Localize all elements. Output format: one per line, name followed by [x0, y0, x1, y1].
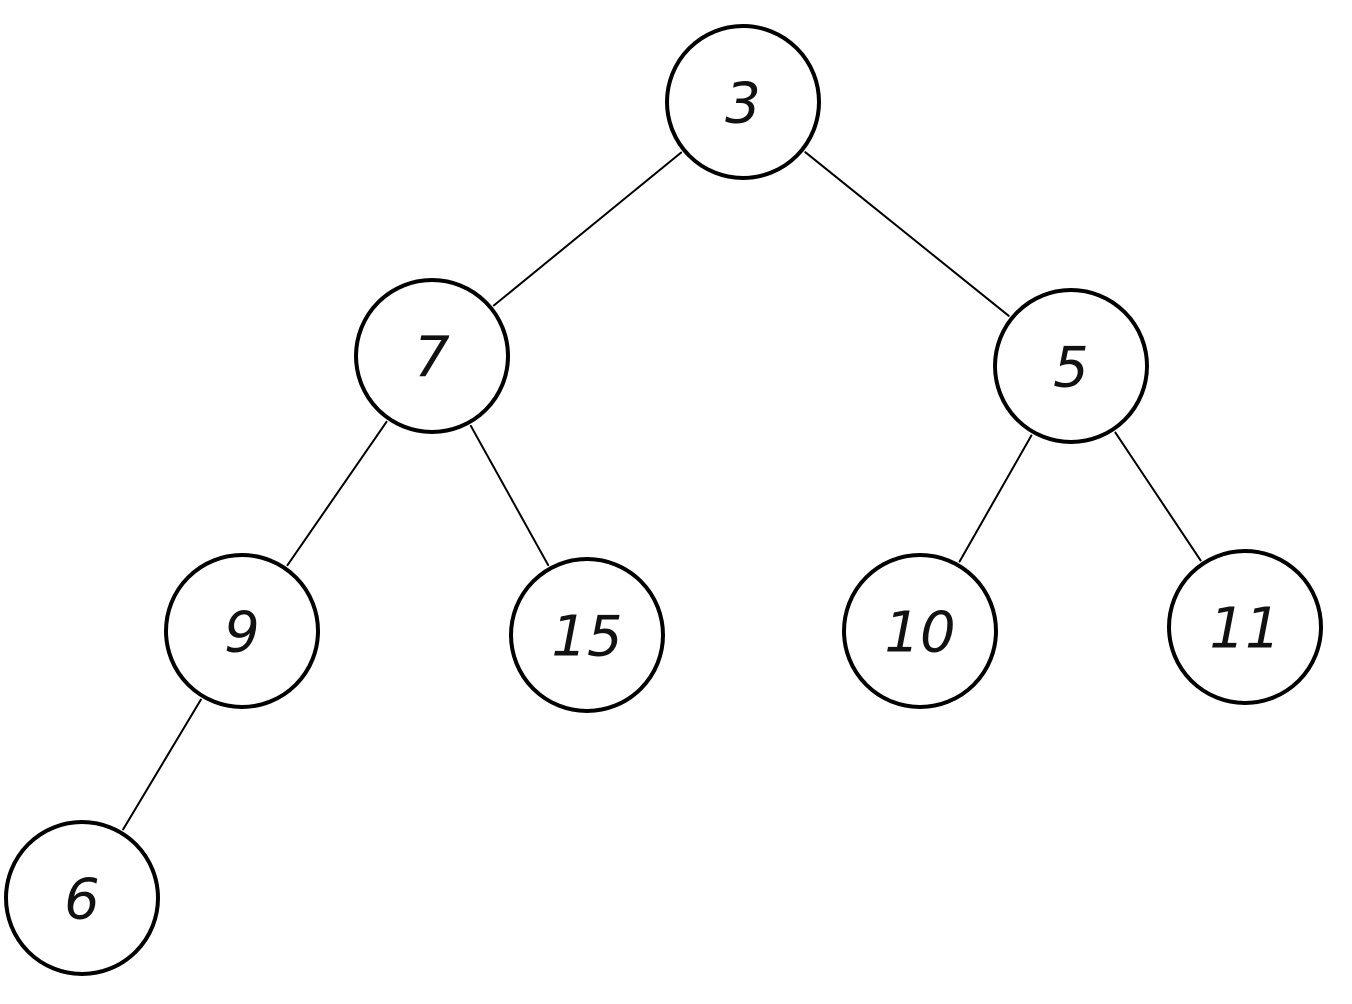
tree-node: 7	[354, 278, 510, 434]
tree-node-circle	[665, 24, 821, 180]
tree-node-label: 9	[224, 601, 260, 666]
tree-node-label: 10	[884, 601, 955, 666]
tree-edge-n7-n15	[469, 424, 550, 567]
tree-node: 9	[164, 553, 320, 709]
tree-node-label: 15	[551, 605, 622, 670]
tree-node-circle	[509, 557, 665, 713]
tree-edge-n3-n7	[492, 151, 683, 307]
tree-nodes: 3 7 5 9 15 10 11 6	[4, 24, 1323, 976]
tree-node-circle	[354, 278, 510, 434]
tree-node-label: 3	[725, 72, 761, 137]
tree-node-label: 11	[1209, 597, 1280, 662]
tree-node: 6	[4, 820, 160, 976]
tree-node-circle	[164, 553, 320, 709]
tree-node-label: 7	[414, 326, 450, 391]
tree-node: 5	[993, 288, 1149, 444]
tree-node: 11	[1167, 549, 1323, 705]
tree-node-circle	[1167, 549, 1323, 705]
tree-node-circle	[842, 553, 998, 709]
tree-node: 3	[665, 24, 821, 180]
tree-node-circle	[993, 288, 1149, 444]
tree-node-label: 5	[1053, 336, 1089, 401]
tree-edge-n3-n5	[804, 151, 1010, 317]
tree-edge-n5-n10	[958, 434, 1033, 563]
tree-edge-n9-n6	[122, 698, 202, 831]
tree-node: 10	[842, 553, 998, 709]
tree-edge-n7-n9	[286, 420, 388, 567]
tree-edge-n5-n11	[1114, 431, 1202, 562]
tree-node-label: 6	[64, 868, 100, 933]
tree-edges	[122, 151, 1202, 831]
tree-node-circle	[4, 820, 160, 976]
tree-node: 15	[509, 557, 665, 713]
